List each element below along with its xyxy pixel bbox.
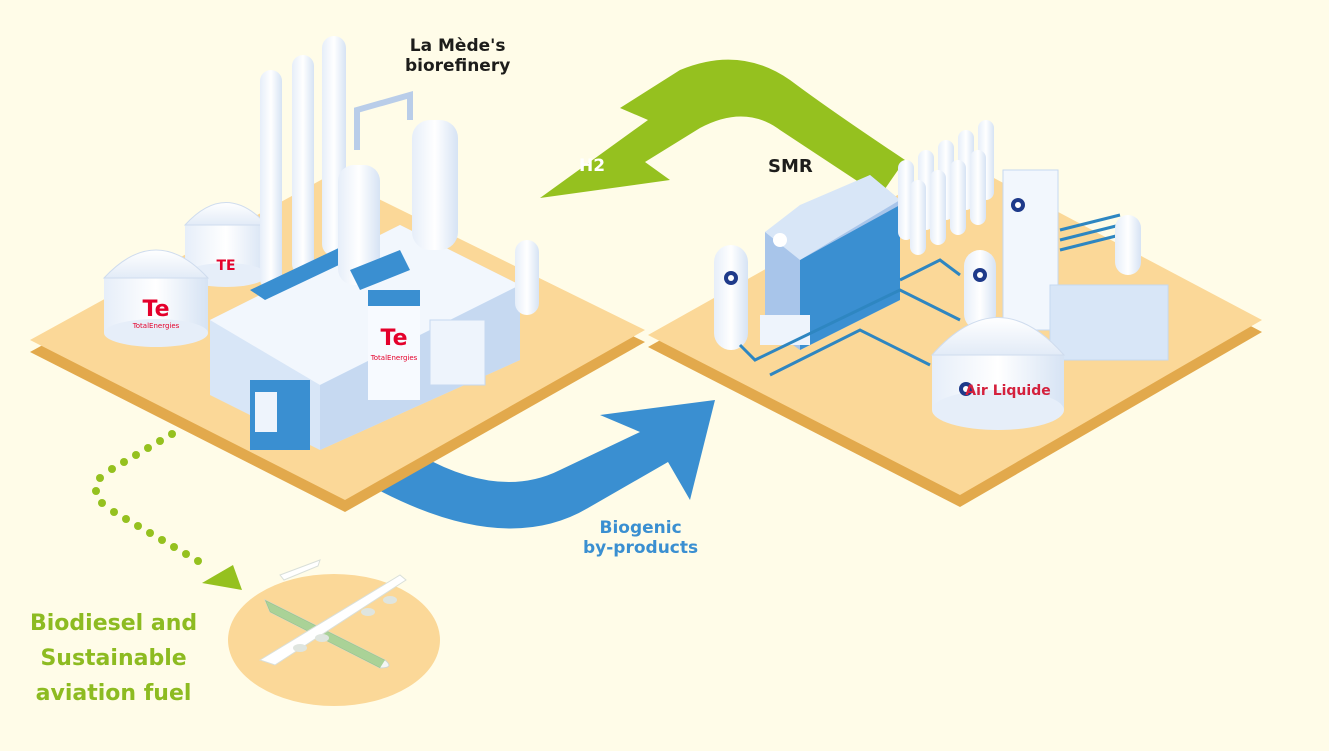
- smr-cold-box-tower: [1002, 169, 1169, 361]
- refinery-label-line1: La Mède's: [409, 36, 506, 56]
- smr-storage-tank-mid: [964, 250, 996, 330]
- air-liquide-wordmark: Air Liquide: [965, 383, 1050, 399]
- biogenic-flow-arrow: [360, 400, 715, 529]
- totalenergies-wordmark: TotalEnergies: [370, 354, 418, 362]
- h2-flow-arrow: [540, 59, 905, 198]
- biogenic-label-line1: Biogenic: [599, 518, 682, 538]
- fuel-flow-label: Biodiesel and Sustainable aviation fuel: [30, 606, 197, 712]
- fuel-label-line2: Sustainable: [40, 646, 187, 672]
- biogenic-label-line2: by-products: [583, 538, 699, 559]
- smr-column-bank: [898, 120, 994, 255]
- refinery-label-line2: biorefinery: [405, 56, 511, 77]
- biogenic-flow-label: Biogenic by-products: [583, 518, 698, 559]
- air-liquide-dome-tank: Air Liquide: [930, 317, 1066, 430]
- refinery-tank-front: Te TotalEnergies: [102, 249, 210, 347]
- fuel-flow-arrow: [92, 430, 242, 590]
- smr-pipes: [738, 258, 961, 377]
- fuel-label-line1: Biodiesel and: [30, 611, 198, 636]
- smr-label: SMR: [768, 156, 813, 177]
- totalenergies-logo: TE: [216, 258, 235, 274]
- airplane-icon: [258, 559, 407, 669]
- fuel-label-line3: aviation fuel: [35, 681, 192, 707]
- totalenergies-logo: Te: [142, 297, 169, 322]
- refinery-distillation-columns: [338, 91, 458, 290]
- refinery-label: La Mède's biorefinery: [405, 36, 510, 77]
- totalenergies-logo: Te: [380, 326, 407, 351]
- h2-flow-label: H2: [579, 156, 606, 176]
- totalenergies-wordmark: TotalEnergies: [132, 322, 180, 330]
- smr-storage-tank-left: [714, 245, 748, 350]
